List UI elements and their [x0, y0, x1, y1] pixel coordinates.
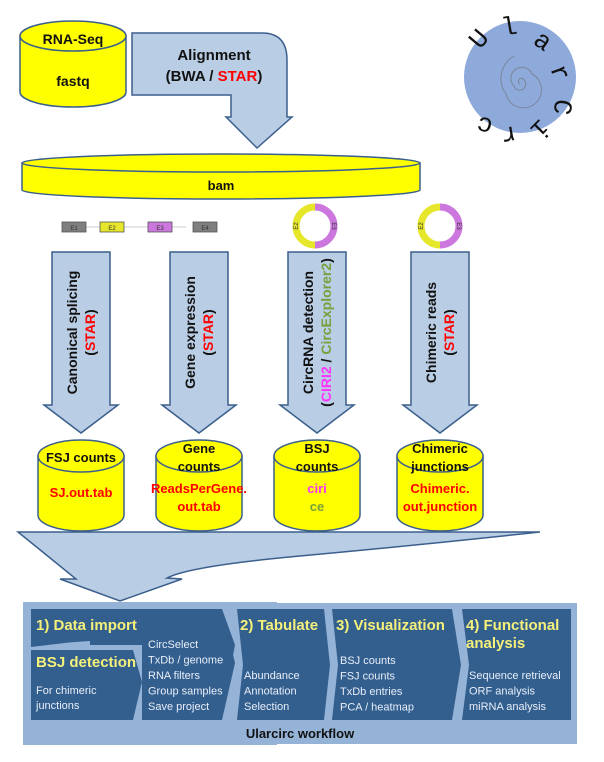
branch-arrow-tools: (STAR)	[200, 309, 216, 355]
circular-rna-diagrams: E2 E3 E2 E3	[292, 203, 463, 249]
branch-arrow-label: Canonical splicing	[64, 271, 80, 395]
exon-label: E1	[70, 226, 78, 232]
visualization-item: FSJ counts	[340, 671, 396, 683]
circ-exon-right-label: E3	[330, 222, 336, 230]
functional-item: miRNA analysis	[469, 701, 547, 713]
branch-db-title: Chimeric	[412, 441, 468, 456]
branch-arrow-tools: (CIRI2 / CircExplorer2)	[318, 258, 334, 407]
visualization-block[interactable]	[332, 609, 461, 720]
branch-arrow-label: Chimeric reads	[423, 282, 439, 383]
logo-spiral-icon	[500, 55, 542, 109]
tabulate-title: 2) Tabulate	[240, 617, 318, 634]
branch-arrow	[41, 251, 121, 434]
functional-analysis-block[interactable]	[462, 609, 571, 720]
branch-db-file: out.tab	[177, 499, 220, 514]
logo-letter: c	[473, 108, 496, 141]
exon-e1: E1	[61, 221, 87, 233]
logo-letter: C	[545, 97, 577, 118]
linear-exon-diagram: E1 E2 E3 E4	[61, 221, 218, 233]
branch-arrow	[159, 251, 239, 434]
input-db-title: RNA-Seq	[43, 31, 104, 47]
branch-db-file: ce	[310, 499, 324, 514]
branch-3: CircRNA detection(CIRI2 / CircExplorer2)…	[273, 251, 361, 532]
data-import-block[interactable]	[31, 609, 142, 647]
exon-label: E2	[108, 226, 116, 232]
exon-e2: E2	[99, 221, 125, 233]
branch-db-file: ReadsPerGene.	[151, 481, 247, 496]
data-import-item: CircSelect	[148, 639, 198, 651]
ularcirc-logo: U l a r C i r c	[463, 12, 578, 151]
branch-arrow-label: CircRNA detection	[300, 271, 316, 394]
logo-letter: r	[498, 118, 519, 150]
bsj-detection-title: BSJ detection	[36, 654, 136, 671]
circ-exon-left-label: E2	[294, 222, 300, 230]
branch-db-title: BSJ	[304, 441, 329, 456]
branch-db-title: counts	[178, 459, 221, 474]
bsj-detection-block[interactable]	[31, 650, 142, 720]
data-import-item: RNA filters	[148, 670, 200, 682]
branch-database: BSJ counts ciri ce	[273, 439, 361, 532]
input-db-format: fastq	[56, 73, 89, 89]
data-import-item: Group samples	[148, 686, 223, 698]
tabulate-item: Abundance	[244, 670, 300, 682]
exon-label: E4	[201, 226, 209, 232]
visualization-item: PCA / heatmap	[340, 702, 414, 714]
alignment-arrow: Alignment (BWA / STAR)	[131, 32, 294, 150]
functional-title: 4) Functional	[466, 617, 559, 634]
branch-arrow	[400, 251, 480, 434]
merge-arrow	[15, 531, 541, 602]
bam-database: bam	[21, 153, 421, 200]
alignment-tools: (BWA / STAR)	[166, 68, 263, 85]
circ-exon-right-label: E3	[455, 222, 461, 230]
tabulate-item: Annotation	[244, 686, 297, 698]
exon-e3: E3	[147, 221, 173, 233]
tabulate-block[interactable]	[237, 609, 330, 720]
branch-db-file: out.junction	[403, 499, 477, 514]
branch-db-title: counts	[296, 459, 339, 474]
data-import-options-block[interactable]	[142, 609, 235, 720]
visualization-item: BSJ counts	[340, 655, 396, 667]
logo-letter: l	[499, 12, 520, 44]
branch-db-file: ciri	[307, 481, 327, 496]
branch-arrow-tools: (STAR)	[82, 309, 98, 355]
branch-db-file: Chimeric.	[410, 481, 469, 496]
circrna-icon: E2 E3	[292, 203, 338, 249]
alignment-label: Alignment	[177, 47, 250, 64]
functional-item: Sequence retrieval	[469, 670, 561, 682]
bsj-detection-item: junctions	[35, 700, 80, 712]
data-import-item: Save project	[148, 701, 209, 713]
data-import-title: 1) Data import	[36, 617, 137, 634]
data-import-item: TxDb / genome	[148, 655, 223, 667]
branch-4: Chimeric reads(STAR)ChimericjunctionsChi…	[396, 251, 484, 532]
branches: Canonical splicing(STAR)FSJ countsSJ.out…	[37, 251, 484, 532]
functional-title-line2: analysis	[466, 635, 525, 652]
exon-e4: E4	[192, 221, 218, 233]
tabulate-item: Selection	[244, 701, 289, 713]
branch-db-title: Gene	[183, 441, 216, 456]
bam-label: bam	[208, 178, 235, 193]
branch-2: Gene expression(STAR) Gene countsReadsPerG…	[151, 251, 247, 532]
branch-arrow-tools: (STAR)	[441, 309, 457, 355]
visualization-title: 3) Visualization	[336, 617, 445, 634]
logo-circle	[464, 21, 576, 133]
branch-arrow-label: Gene expression	[182, 276, 198, 389]
branch-arrow	[277, 251, 357, 434]
visualization-item: TxDb entries	[340, 686, 403, 698]
branch-1: Canonical splicing(STAR) FSJ countsSJ.out…	[37, 251, 125, 532]
workflow-caption: Ularcirc workflow	[246, 726, 355, 741]
exon-label: E3	[156, 226, 164, 232]
input-database: RNA-Seq fastq	[19, 20, 127, 108]
circ-exon-left-label: E2	[419, 222, 425, 230]
bsj-detection-item: For chimeric	[36, 685, 97, 697]
branch-db-file: SJ.out.tab	[50, 485, 113, 500]
circrna-icon: E2 E3	[417, 203, 463, 249]
functional-item: ORF analysis	[469, 686, 536, 698]
branch-db-title: junctions	[410, 459, 469, 474]
branch-db-title: FSJ counts	[46, 450, 116, 465]
